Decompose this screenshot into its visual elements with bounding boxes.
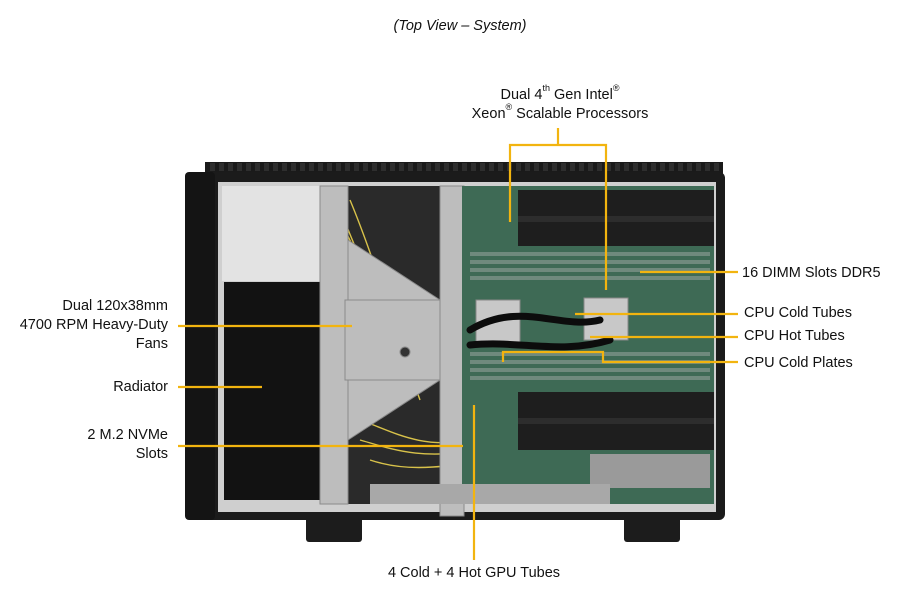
rib bbox=[327, 163, 332, 171]
rib bbox=[624, 163, 629, 171]
rib bbox=[705, 163, 710, 171]
psu-bay bbox=[222, 186, 332, 281]
rib bbox=[651, 163, 656, 171]
rib bbox=[534, 163, 539, 171]
rib bbox=[498, 163, 503, 171]
rib bbox=[615, 163, 620, 171]
rib bbox=[273, 163, 278, 171]
rib bbox=[588, 163, 593, 171]
rib bbox=[696, 163, 701, 171]
rib bbox=[489, 163, 494, 171]
processors-line1-reg: ® bbox=[612, 83, 620, 94]
processors-line2-post: Scalable Processors bbox=[512, 106, 649, 122]
rib bbox=[426, 163, 431, 171]
rib bbox=[282, 163, 287, 171]
processors-line2-pre: Xeon bbox=[471, 106, 506, 122]
processors-line1-pre: Dual 4 bbox=[500, 87, 543, 103]
rib bbox=[228, 163, 233, 171]
rib bbox=[417, 163, 422, 171]
rib-lines bbox=[210, 163, 719, 171]
label-hot-tubes: CPU Hot Tubes bbox=[744, 328, 845, 344]
leader-lines bbox=[178, 128, 738, 560]
rib bbox=[345, 163, 350, 171]
processors-line1-sup: th bbox=[542, 83, 550, 94]
rib bbox=[471, 163, 476, 171]
rib bbox=[336, 163, 341, 171]
label-cold-plates: CPU Cold Plates bbox=[744, 355, 853, 371]
processors-line2-reg: ® bbox=[505, 102, 513, 113]
label-dimm: 16 DIMM Slots DDR5 bbox=[742, 265, 881, 281]
rib bbox=[642, 163, 647, 171]
rib bbox=[354, 163, 359, 171]
rib bbox=[570, 163, 575, 171]
label-radiator: Radiator bbox=[113, 379, 168, 395]
rib bbox=[264, 163, 269, 171]
gpu-card-top-slot bbox=[518, 216, 714, 222]
rib bbox=[597, 163, 602, 171]
rib bbox=[516, 163, 521, 171]
rib bbox=[453, 163, 458, 171]
fans-line2: 4700 RPM Heavy-Duty bbox=[19, 317, 168, 333]
label-cold-tubes: CPU Cold Tubes bbox=[744, 305, 852, 321]
rib bbox=[372, 163, 377, 171]
rib bbox=[480, 163, 485, 171]
rib bbox=[660, 163, 665, 171]
m2-line1: 2 M.2 NVMe bbox=[87, 427, 168, 443]
view-caption: (Top View – System) bbox=[393, 18, 527, 34]
rib bbox=[363, 163, 368, 171]
rib bbox=[579, 163, 584, 171]
rib bbox=[606, 163, 611, 171]
rib bbox=[462, 163, 467, 171]
rib bbox=[246, 163, 251, 171]
rib bbox=[210, 163, 215, 171]
rib bbox=[678, 163, 683, 171]
rib bbox=[669, 163, 674, 171]
rib bbox=[237, 163, 242, 171]
label-gpu-tubes: 4 Cold + 4 Hot GPU Tubes bbox=[387, 565, 561, 581]
rib bbox=[714, 163, 719, 171]
rib bbox=[633, 163, 638, 171]
m2-line2: Slots bbox=[135, 446, 168, 462]
rib bbox=[318, 163, 323, 171]
label-fans: Dual 120x38mm 4700 RPM Heavy-Duty Fans bbox=[0, 297, 168, 354]
rib bbox=[561, 163, 566, 171]
gpu-card-bottom-slot bbox=[518, 418, 714, 424]
rib bbox=[435, 163, 440, 171]
rib bbox=[543, 163, 548, 171]
label-m2: 2 M.2 NVMe Slots bbox=[0, 426, 168, 464]
dimm-slots bbox=[470, 252, 710, 380]
bottom-rail bbox=[370, 484, 610, 504]
label-processors: Dual 4th Gen Intel® Xeon® Scalable Proce… bbox=[440, 83, 680, 124]
cpu-tubes bbox=[466, 312, 614, 351]
rib bbox=[444, 163, 449, 171]
rib bbox=[309, 163, 314, 171]
rib bbox=[525, 163, 530, 171]
fans-line1: Dual 120x38mm bbox=[62, 298, 168, 314]
rib bbox=[255, 163, 260, 171]
rib bbox=[408, 163, 413, 171]
support-bracket bbox=[319, 185, 465, 517]
front-panel bbox=[185, 172, 215, 520]
radiator-block bbox=[224, 282, 320, 500]
rib bbox=[390, 163, 395, 171]
rib bbox=[291, 163, 296, 171]
io-riser bbox=[590, 454, 710, 488]
rib bbox=[399, 163, 404, 171]
rib bbox=[219, 163, 224, 171]
rib bbox=[552, 163, 557, 171]
rib bbox=[687, 163, 692, 171]
fans-line3: Fans bbox=[135, 336, 168, 352]
processors-line1-post: Gen Intel bbox=[549, 87, 613, 103]
rib bbox=[381, 163, 386, 171]
rib bbox=[300, 163, 305, 171]
